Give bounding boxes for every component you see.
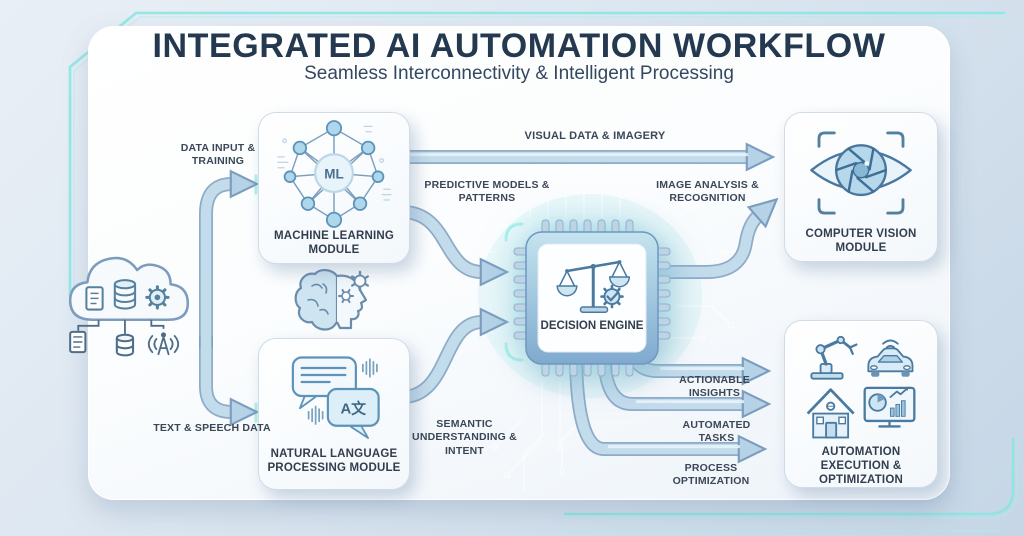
gear-icon <box>145 285 170 310</box>
flow-label-text-speech: TEXT & SPEECH DATA <box>153 422 271 434</box>
connected-car-icon <box>867 339 914 377</box>
module-machine-learning: ML MACHINE LEARNING MODULE <box>258 112 410 264</box>
antenna-icon <box>147 332 180 356</box>
decision-engine-chip <box>513 219 671 377</box>
analytics-monitor-icon <box>863 386 916 428</box>
flow-label-data-input: DATA INPUT & TRAINING <box>180 142 256 168</box>
module-label: COMPUTER VISION MODULE <box>805 228 917 255</box>
robot-arm-icon <box>810 335 858 380</box>
eye-aperture-icon <box>810 131 912 215</box>
module-nlp: A文 NATURAL LANGUAGE PROCESSING MODULE <box>258 338 410 490</box>
flow-label-image-analysis: IMAGE ANALYSIS & RECOGNITION <box>656 179 759 205</box>
ml-badge: ML <box>324 166 343 181</box>
flow-label-process-opt: PROCESS OPTIMIZATION <box>672 462 750 488</box>
module-computer-vision: COMPUTER VISION MODULE <box>784 112 938 262</box>
page-title: INTEGRATED AI AUTOMATION WORKFLOW <box>152 27 886 65</box>
smart-home-icon <box>806 388 855 439</box>
brain-gears-icon <box>294 269 369 331</box>
module-label-decision: DECISION ENGINE <box>540 320 644 332</box>
automation-icons <box>806 335 916 439</box>
module-automation: AUTOMATION EXECUTION & OPTIMIZATION <box>784 320 938 488</box>
gear-check-icon <box>600 284 624 309</box>
database-icon <box>113 279 137 310</box>
balance-scale-icon <box>556 260 631 313</box>
chat-translate-icon: A文 <box>291 356 380 439</box>
neural-network-icon: ML <box>277 120 392 228</box>
translate-glyph: A文 <box>340 400 366 418</box>
document-icon-small <box>69 330 87 354</box>
document-icon <box>85 286 104 311</box>
module-label: NATURAL LANGUAGE PROCESSING MODULE <box>267 448 401 475</box>
flow-label-semantic: SEMANTIC UNDERSTANDING & INTENT <box>412 418 517 457</box>
flow-label-automated-tasks: AUTOMATED TASKS <box>682 419 751 445</box>
soundwave-icon <box>307 405 324 425</box>
module-label: MACHINE LEARNING MODULE <box>273 230 395 257</box>
chip-pins <box>513 219 671 377</box>
viewfinder-brackets <box>817 131 905 215</box>
page-subtitle: Seamless Interconnectivity & Intelligent… <box>304 63 734 84</box>
flow-label-actionable: ACTIONABLE INSIGHTS <box>679 374 750 400</box>
connector-lines <box>77 319 165 334</box>
module-label: AUTOMATION EXECUTION & OPTIMIZATION <box>819 446 903 487</box>
database-icon-small <box>115 333 135 357</box>
cloud-data-source-icon <box>68 256 190 357</box>
soundwave-icon <box>362 358 378 378</box>
flow-label-predictive: PREDICTIVE MODELS & PATTERNS <box>424 179 550 205</box>
flow-label-visual-data: VISUAL DATA & IMAGERY <box>524 130 666 142</box>
